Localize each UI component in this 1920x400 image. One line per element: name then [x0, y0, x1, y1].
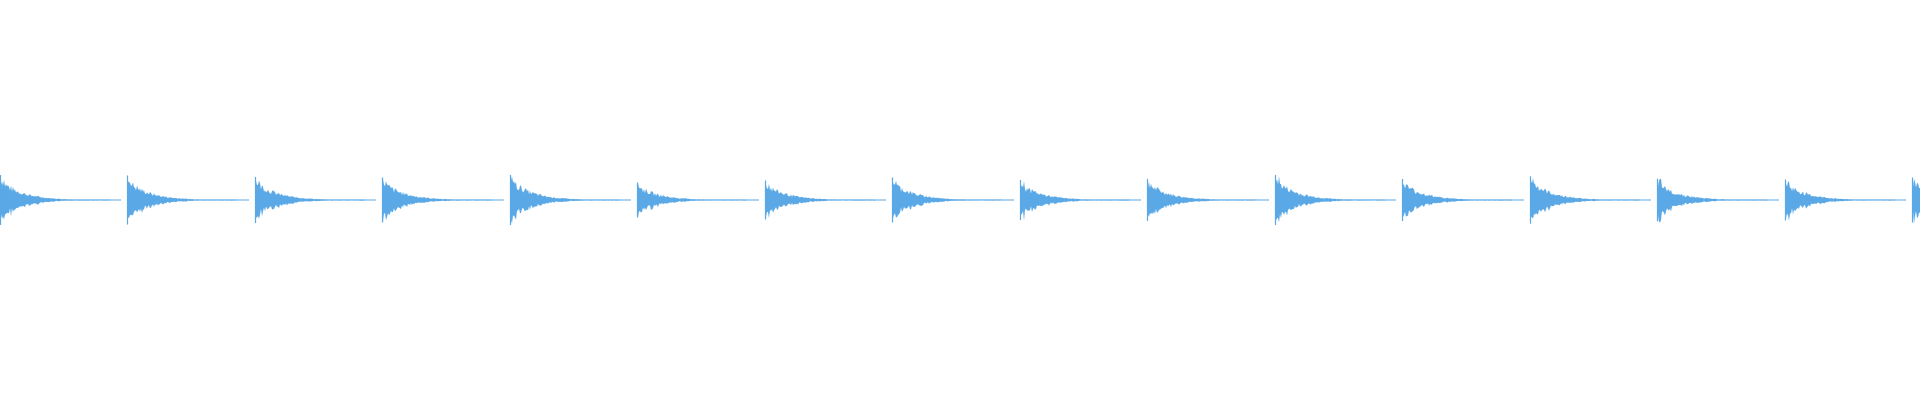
waveform-transient-body	[255, 180, 365, 219]
waveform-hit	[1401, 179, 1524, 222]
waveform-transient-body	[510, 176, 620, 224]
waveform-transient-body	[1912, 179, 1920, 224]
waveform-hit	[126, 175, 249, 225]
waveform-hit	[509, 175, 631, 225]
waveform-transient-body	[127, 181, 237, 218]
waveform-hit	[1911, 177, 1920, 224]
waveform-transients	[0, 175, 1920, 225]
waveform-transient-body	[1147, 181, 1257, 218]
waveform-hit	[381, 177, 504, 223]
waveform-hit	[0, 175, 121, 225]
waveform-hit	[1529, 176, 1651, 224]
waveform-hit	[1146, 179, 1269, 221]
waveform-transient-body	[1530, 178, 1640, 219]
waveform-hit	[1784, 179, 1906, 221]
waveform-transient-body	[382, 178, 492, 222]
waveform-transient-body	[637, 182, 747, 218]
waveform-hit	[636, 182, 759, 218]
waveform-transient-body	[0, 179, 110, 220]
waveform-transient-body	[1402, 180, 1512, 222]
waveform-transient-body	[892, 180, 1002, 219]
waveform-transient-body	[1275, 176, 1385, 223]
waveform-transient-body	[1657, 178, 1767, 223]
waveform-hit	[1019, 180, 1141, 221]
waveform-hit	[764, 180, 886, 220]
waveform-hit	[891, 177, 1014, 223]
waveform-hit	[1656, 178, 1779, 223]
waveform-transient-body	[1785, 181, 1895, 221]
waveform-transient-body	[1020, 180, 1130, 221]
waveform-transient-body	[765, 183, 875, 219]
waveform-hit	[1274, 175, 1396, 225]
waveform-hit	[254, 177, 376, 223]
